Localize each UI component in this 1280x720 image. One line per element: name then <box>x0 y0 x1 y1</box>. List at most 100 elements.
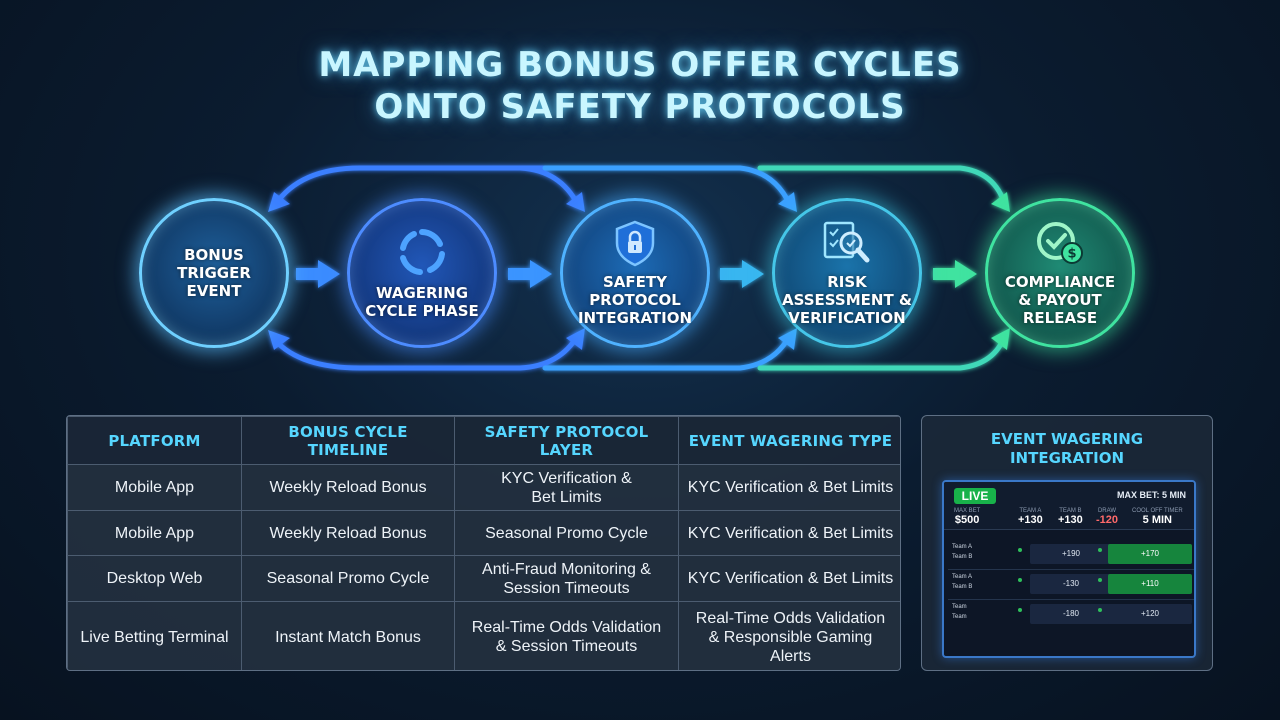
odds-cell[interactable]: +120 <box>1108 604 1192 624</box>
arrowhead-top-2 <box>566 192 585 212</box>
bet-row[interactable]: Team Team -180 +120 <box>948 604 1194 626</box>
table-cell-line: Session Timeouts <box>503 579 630 597</box>
column-header-safety-protocol: SAFETY PROTOCOL LAYER <box>454 416 679 465</box>
node-label-line: VERIFICATION <box>788 309 906 327</box>
table-cell-line: Alerts <box>770 647 811 665</box>
table-cell: Instant Match Bonus <box>241 601 455 670</box>
arrowhead-bottom-2 <box>566 328 585 350</box>
node-label-line: EVENT <box>186 282 242 300</box>
team-name: Team A <box>952 544 973 550</box>
odds-cell[interactable]: -130 <box>1030 574 1112 594</box>
node-label: WAGERING CYCLE PHASE <box>365 284 479 320</box>
table-cell: KYC Verification & Bet Limits <box>678 555 900 602</box>
table-cell-line: KYC Verification & <box>501 469 632 487</box>
stat-draw: DRAW -120 <box>1096 508 1118 526</box>
arrowhead-bottom-3 <box>778 328 797 350</box>
magnifier-checklist-icon <box>823 221 870 263</box>
stat-label: COOL OFF TIMER <box>1132 508 1183 514</box>
table-cell: Real-Time Odds Validation & Session Time… <box>454 601 679 670</box>
table-row: Mobile App Weekly Reload Bonus KYC Verif… <box>67 464 900 511</box>
stat-value: 5 MIN <box>1142 514 1172 526</box>
arrowhead-top-1 <box>268 192 290 212</box>
bet-row[interactable]: Team A Team B +190 +170 <box>948 544 1194 566</box>
row-divider <box>948 599 1194 600</box>
status-dot <box>1098 578 1102 582</box>
flow-node-risk-assessment: RISK ASSESSMENT & VERIFICATION <box>772 198 922 348</box>
flow-node-wagering-cycle: WAGERING CYCLE PHASE <box>347 198 497 348</box>
status-dot <box>1018 548 1022 552</box>
column-header-platform: PLATFORM <box>67 416 242 465</box>
node-label-line: CYCLE PHASE <box>365 302 479 320</box>
odds-cell[interactable]: +170 <box>1108 544 1192 564</box>
odds-cell[interactable]: +110 <box>1108 574 1192 594</box>
stat-value: $500 <box>954 514 980 526</box>
table-cell-line: & Session Timeouts <box>495 638 638 655</box>
team-name: Team <box>952 604 967 610</box>
stat-label: MAX BET <box>954 508 981 514</box>
arrowhead-bottom-4 <box>991 328 1010 350</box>
table-cell: Live Betting Terminal <box>67 601 242 670</box>
team-name: Team B <box>952 554 973 560</box>
column-header-bonus-cycle: BONUS CYCLE TIMELINE <box>241 416 455 465</box>
flow-node-bonus-trigger: BONUS TRIGGER EVENT <box>139 198 289 348</box>
table-cell: KYC Verification & Bet Limits <box>678 464 900 511</box>
table-cell-line: Anti-Fraud Monitoring & <box>482 560 651 578</box>
event-wagering-panel: EVENT WAGERING INTEGRATION LIVE MAX BET:… <box>921 415 1213 671</box>
table-cell: Mobile App <box>67 464 242 511</box>
mapping-table: PLATFORM BONUS CYCLE TIMELINE SAFETY PRO… <box>66 415 901 671</box>
node-ring <box>139 198 289 348</box>
team-name: Team B <box>952 584 973 590</box>
table-row: Desktop Web Seasonal Promo Cycle Anti-Fr… <box>67 555 900 602</box>
status-dot <box>1098 548 1102 552</box>
node-label-line: ASSESSMENT & <box>782 291 912 309</box>
title-line-2: ONTO SAFETY PROTOCOLS <box>374 87 906 127</box>
table-cell: Seasonal Promo Cycle <box>454 510 679 556</box>
odds-cell[interactable]: -180 <box>1030 604 1112 624</box>
bottom-arc-3 <box>757 332 1008 371</box>
betting-screen: LIVE MAX BET: 5 MIN MAX BET $500 TEAM A … <box>942 480 1196 658</box>
table-cell-line: Real-Time Odds Validation <box>471 619 662 636</box>
table-cell: KYC Verification & Bet Limits <box>454 464 679 511</box>
table-cell-line: & Responsible Gaming <box>708 628 873 646</box>
node-label-line: PROTOCOL <box>589 291 681 309</box>
node-label: RISK ASSESSMENT & VERIFICATION <box>782 273 912 327</box>
team-name: Team A <box>952 574 973 580</box>
table-cell: Seasonal Promo Cycle <box>241 555 455 602</box>
node-label-line: SAFETY <box>602 273 667 291</box>
node-ring <box>772 198 922 348</box>
stat-value: -120 <box>1096 514 1119 526</box>
table-row: Mobile App Weekly Reload Bonus Seasonal … <box>67 510 900 556</box>
stat-team-b: TEAM B +130 <box>1058 508 1083 526</box>
page-title: MAPPING BONUS OFFER CYCLES ONTO SAFETY P… <box>0 44 1280 128</box>
node-label-line: RISK <box>827 273 867 291</box>
table-row: Live Betting Terminal Instant Match Bonu… <box>67 601 900 670</box>
table-cell-line: Bet Limits <box>531 488 602 506</box>
node-label-line: COMPLIANCE <box>1004 273 1116 291</box>
arrowhead-bottom-1 <box>268 330 290 350</box>
title-line-1: MAPPING BONUS OFFER CYCLES <box>318 45 962 85</box>
screen-header: LIVE MAX BET: 5 MIN MAX BET $500 TEAM A … <box>944 482 1194 530</box>
stat-label: TEAM B <box>1059 508 1082 514</box>
odds-cell[interactable]: +190 <box>1030 544 1112 564</box>
node-label-line: & PAYOUT <box>1018 291 1102 309</box>
flow-node-safety-protocol: SAFETY PROTOCOL INTEGRATION <box>560 198 710 348</box>
table-cell: KYC Verification & Bet Limits <box>678 510 900 556</box>
panel-title: EVENT WAGERING INTEGRATION <box>922 430 1212 468</box>
table-cell: Weekly Reload Bonus <box>241 464 455 511</box>
node-label: COMPLIANCE & PAYOUT RELEASE <box>1005 273 1115 327</box>
panel-title-line: EVENT WAGERING <box>990 430 1144 448</box>
node-label-line: TRIGGER <box>177 264 251 282</box>
node-label-line: INTEGRATION <box>577 309 693 327</box>
check-dollar-icon: $ <box>1037 222 1083 264</box>
shield-lock-icon <box>615 220 655 267</box>
node-label: SAFETY PROTOCOL INTEGRATION <box>578 273 692 327</box>
table-cell: Mobile App <box>67 510 242 556</box>
arrow-2-3 <box>508 260 552 288</box>
top-arc-3 <box>542 165 793 208</box>
cycle-ring-icon <box>400 229 445 275</box>
bet-row[interactable]: Team A Team B -130 +110 <box>948 574 1194 596</box>
table-cell: Anti-Fraud Monitoring & Session Timeouts <box>454 555 679 602</box>
stat-label: TEAM A <box>1019 508 1042 514</box>
node-label-line: RELEASE <box>1022 309 1098 327</box>
team-name: Team <box>952 614 967 620</box>
